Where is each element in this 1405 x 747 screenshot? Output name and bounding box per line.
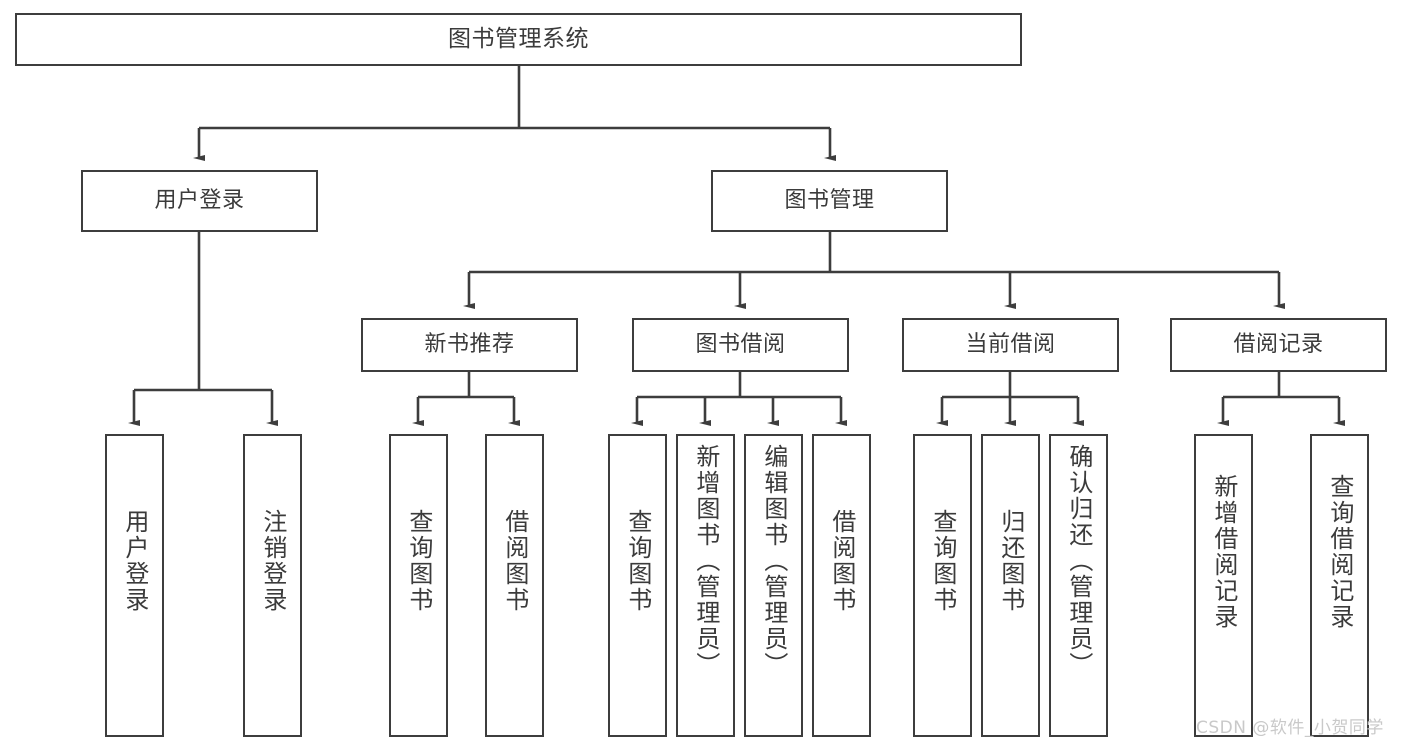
node-new-book-recommend[interactable]: 新书推荐 bbox=[361, 318, 578, 372]
node-leaf-add-book-admin[interactable]: 新增图书（管理员） bbox=[676, 434, 735, 737]
node-book-borrow[interactable]: 图书借阅 bbox=[632, 318, 849, 372]
node-leaf-query-book-1[interactable]: 查询图书 bbox=[389, 434, 448, 737]
node-label: 当前借阅 bbox=[965, 331, 1056, 357]
node-leaf-query-book-2[interactable]: 查询图书 bbox=[608, 434, 667, 737]
node-label: 编辑图书（管理员） bbox=[759, 444, 788, 678]
node-label: 借阅图书 bbox=[827, 509, 856, 613]
node-leaf-query-book-3[interactable]: 查询图书 bbox=[913, 434, 972, 737]
node-current-borrow[interactable]: 当前借阅 bbox=[902, 318, 1119, 372]
node-leaf-borrow-book-2[interactable]: 借阅图书 bbox=[812, 434, 871, 737]
node-book-management[interactable]: 图书管理 bbox=[711, 170, 948, 232]
node-label: 图书管理 bbox=[784, 187, 875, 213]
node-leaf-logout-login[interactable]: 注销登录 bbox=[243, 434, 302, 737]
node-leaf-return-book[interactable]: 归还图书 bbox=[981, 434, 1040, 737]
node-label: 借阅图书 bbox=[500, 509, 529, 613]
node-label: 查询借阅记录 bbox=[1325, 474, 1354, 630]
csdn-watermark: CSDN @软件_小贺同学 bbox=[1196, 718, 1384, 738]
node-leaf-user-login[interactable]: 用户登录 bbox=[105, 434, 164, 737]
node-label: 借阅记录 bbox=[1233, 331, 1324, 357]
node-label: 查询图书 bbox=[404, 509, 433, 613]
node-leaf-edit-book-admin[interactable]: 编辑图书（管理员） bbox=[744, 434, 803, 737]
node-label: 用户登录 bbox=[120, 509, 149, 613]
node-label: 查询图书 bbox=[623, 509, 652, 613]
node-leaf-confirm-return-admin[interactable]: 确认归还（管理员） bbox=[1049, 434, 1108, 737]
node-label: 归还图书 bbox=[996, 509, 1025, 613]
node-label: 查询图书 bbox=[928, 509, 957, 613]
node-label: 确认归还（管理员） bbox=[1064, 444, 1093, 678]
node-label: 新增借阅记录 bbox=[1209, 474, 1238, 630]
node-label: 用户登录 bbox=[154, 187, 245, 213]
node-leaf-borrow-book-1[interactable]: 借阅图书 bbox=[485, 434, 544, 737]
node-label: 图书借阅 bbox=[695, 331, 786, 357]
node-label: 注销登录 bbox=[258, 509, 287, 613]
node-borrow-record[interactable]: 借阅记录 bbox=[1170, 318, 1387, 372]
node-label: 图书管理系统 bbox=[448, 25, 589, 52]
node-root-book-management-system[interactable]: 图书管理系统 bbox=[15, 13, 1022, 66]
node-label: 新书推荐 bbox=[424, 331, 515, 357]
node-user-login[interactable]: 用户登录 bbox=[81, 170, 318, 232]
node-label: 新增图书（管理员） bbox=[691, 444, 720, 678]
node-leaf-query-borrow-record[interactable]: 查询借阅记录 bbox=[1310, 434, 1369, 737]
node-leaf-add-borrow-record[interactable]: 新增借阅记录 bbox=[1194, 434, 1253, 737]
